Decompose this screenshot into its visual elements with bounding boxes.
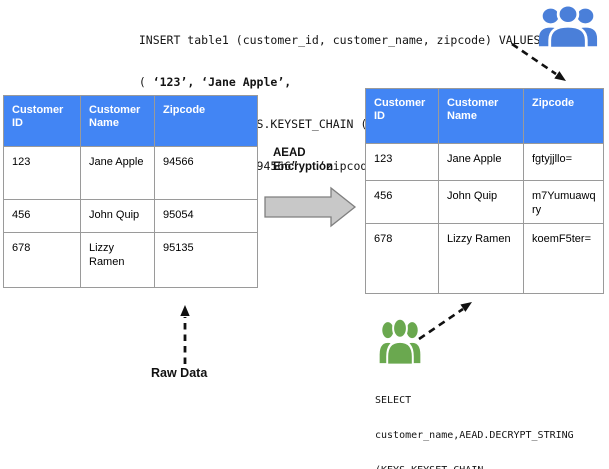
table-cell: 678 <box>3 232 81 288</box>
aead-label-line: Encryption <box>273 160 334 173</box>
column-header-zipcode: Zipcode <box>154 95 258 147</box>
table-cell: koemF5ter= <box>523 223 604 294</box>
table-cell: 95135 <box>154 232 258 288</box>
column-header-customer-id: Customer ID <box>365 88 439 144</box>
users-icon-green <box>379 316 421 365</box>
aead-encryption-label: AEAD Encryption <box>273 147 333 174</box>
table-cell: Jane Apple <box>80 146 155 200</box>
code-bold-values: ‘123’, ‘Jane Apple’, <box>152 75 292 89</box>
column-header-zipcode: Zipcode <box>523 88 604 144</box>
table-header-row: Customer ID Customer Name Zipcode <box>3 95 258 147</box>
code-text: ( <box>125 75 153 89</box>
select-query-code: SELECT customer_name,AEAD.DECRYPT_STRING… <box>375 372 574 469</box>
table-row: 678 Lizzy Ramen koemF5ter= <box>365 223 604 294</box>
table-row: 456 John Quip m7Yumuawqry <box>365 180 604 224</box>
raw-data-label: Raw Data <box>151 366 208 380</box>
table-cell: 123 <box>3 146 81 200</box>
table-cell: m7Yumuawqry <box>523 180 604 224</box>
arrowhead <box>554 71 566 81</box>
code-line: ( ‘123’, ‘Jane Apple’, <box>125 75 540 89</box>
users-group-glyph <box>379 316 421 365</box>
table-cell: Jane Apple <box>438 143 524 181</box>
table-cell: Lizzy Ramen <box>438 223 524 294</box>
dashed-line <box>418 307 464 341</box>
column-header-customer-name: Customer Name <box>80 95 155 147</box>
users-icon-blue <box>538 3 598 48</box>
dashed-arrow-select-to-encrypted-table <box>418 302 472 341</box>
table-cell: John Quip <box>80 199 155 233</box>
code-line: (KEYS.KEYSET_CHAIN <box>375 465 574 469</box>
table-row: 123 Jane Apple fgtyjjllo= <box>365 143 604 181</box>
table-cell: fgtyjjllo= <box>523 143 604 181</box>
column-header-customer-name: Customer Name <box>438 88 524 144</box>
table-cell: 95054 <box>154 199 258 233</box>
table-header-row: Customer ID Customer Name Zipcode <box>365 88 604 144</box>
table-row: 456 John Quip 95054 <box>3 199 258 233</box>
dashed-arrow-raw-data <box>180 305 190 364</box>
table-cell: 678 <box>365 223 439 294</box>
plain-data-table: Customer ID Customer Name Zipcode 123 Ja… <box>3 95 258 288</box>
table-row: 678 Lizzy Ramen 95135 <box>3 232 258 288</box>
table-cell: 123 <box>365 143 439 181</box>
arrowhead <box>460 302 472 312</box>
table-cell: John Quip <box>438 180 524 224</box>
code-line: INSERT table1 (customer_id, customer_nam… <box>125 33 541 47</box>
column-header-customer-id: Customer ID <box>3 95 81 147</box>
table-cell: 456 <box>365 180 439 224</box>
users-group-glyph <box>538 3 598 48</box>
table-row: 123 Jane Apple 94566 <box>3 146 258 200</box>
table-cell: Lizzy Ramen <box>80 232 155 288</box>
encrypted-data-table: Customer ID Customer Name Zipcode 123 Ja… <box>365 88 604 294</box>
code-line: customer_name,AEAD.DECRYPT_STRING <box>375 429 574 441</box>
table-cell: 456 <box>3 199 81 233</box>
arrowhead <box>180 305 190 316</box>
aead-label-line: AEAD <box>273 147 306 159</box>
table-cell: 94566 <box>154 146 258 200</box>
code-line: SELECT <box>375 395 412 407</box>
